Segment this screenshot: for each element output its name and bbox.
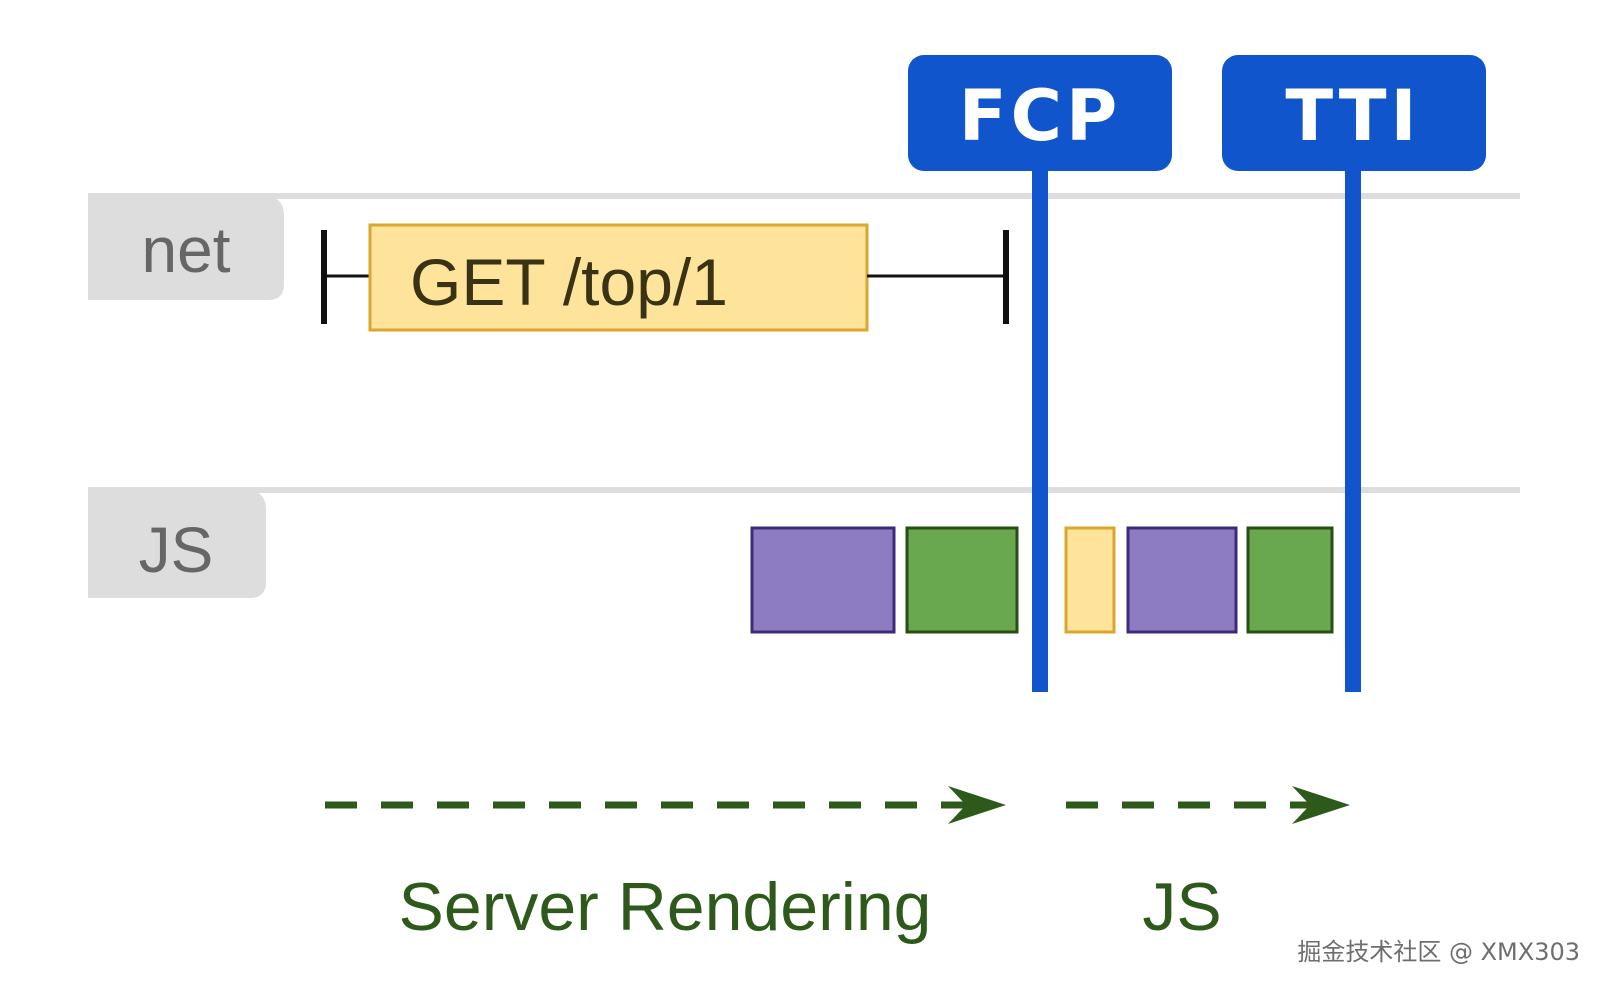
fcp-label: FCP <box>959 75 1122 157</box>
js-task-yellow-3 <box>1064 526 1116 634</box>
js-phase-label: JS <box>1142 869 1221 945</box>
js-task-purple-4 <box>1126 526 1238 634</box>
js-lane-tab: JS <box>88 490 266 598</box>
watermark: 掘金技术社区 @ XMX303 <box>1297 938 1580 966</box>
request-bar <box>368 223 869 332</box>
js-task-green-2 <box>905 526 1019 634</box>
request-label: GET /top/1 <box>410 245 728 319</box>
net-lane-tab: net <box>88 196 284 300</box>
server-rendering-arrow-head <box>948 786 1006 824</box>
js-task-green-5 <box>1246 526 1334 634</box>
server-rendering-arrow <box>325 786 1006 824</box>
js-phase-arrow-head <box>1292 786 1350 824</box>
js-task-row <box>750 526 1334 634</box>
tti-marker: TTI <box>1222 55 1486 692</box>
js-task-purple-1 <box>750 526 896 634</box>
fcp-marker: FCP <box>908 55 1172 692</box>
fcp-flag <box>908 55 1172 171</box>
js-phase-arrow <box>1066 786 1350 824</box>
net-lane-label: net <box>142 214 231 286</box>
tti-label: TTI <box>1285 75 1420 157</box>
network-request: GET /top/1 <box>321 223 1009 332</box>
js-lane-label: JS <box>139 514 214 586</box>
tti-flag <box>1222 55 1486 171</box>
server-rendering-label: Server Rendering <box>399 869 932 945</box>
